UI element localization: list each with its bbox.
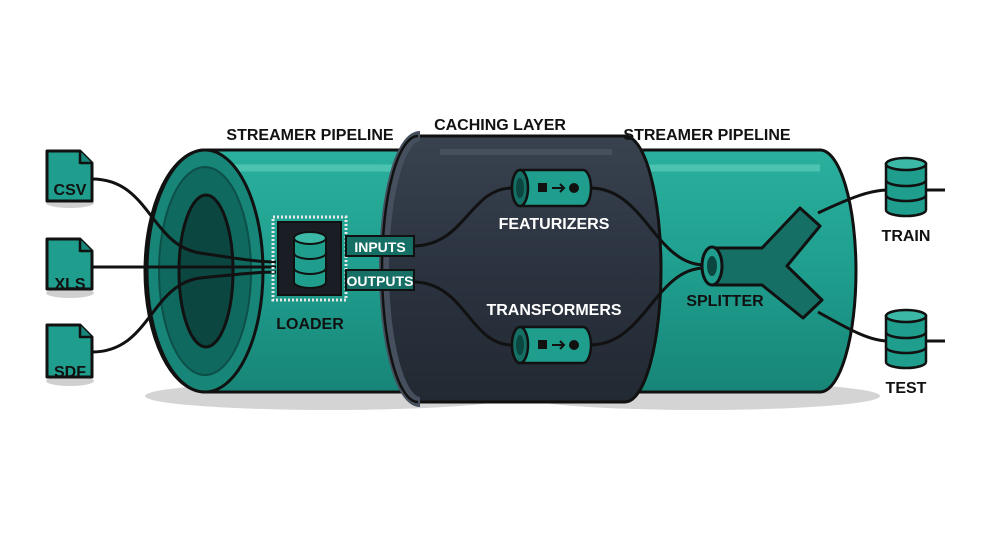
label-caching-layer: CACHING LAYER	[434, 117, 566, 134]
label-test: TEST	[886, 380, 927, 397]
file-xls: XLS	[45, 237, 94, 293]
outputs-label: OUTPUTS	[347, 273, 414, 289]
transformer-pipe-icon	[510, 325, 593, 365]
outputs-port	[345, 269, 415, 291]
loader-chip-icon: INPUTS OUTPUTS	[271, 215, 415, 302]
file-label-xls: XLS	[54, 276, 85, 293]
label-streamer-pipeline-left: STREAMER PIPELINE	[226, 127, 393, 144]
tube-inner	[177, 193, 235, 349]
inputs-label: INPUTS	[354, 239, 405, 255]
label-featurizers: FEATURIZERS	[499, 216, 610, 233]
file-label-sdf: SDF	[54, 364, 86, 381]
file-label-csv: CSV	[54, 182, 87, 199]
inputs-port	[345, 235, 415, 257]
label-streamer-pipeline-right: STREAMER PIPELINE	[623, 127, 790, 144]
train-database-icon	[884, 156, 928, 218]
label-train: TRAIN	[882, 228, 931, 245]
file-csv: CSV	[45, 149, 94, 203]
database-icon	[293, 231, 327, 289]
label-splitter: SPLITTER	[686, 293, 764, 310]
label-loader: LOADER	[276, 316, 344, 333]
label-transformers: TRANSFORMERS	[486, 302, 621, 319]
file-sdf: SDF	[45, 323, 94, 381]
splitter-icon	[700, 206, 824, 320]
test-database-icon	[884, 308, 928, 370]
featurizer-pipe-icon	[510, 168, 593, 208]
connector-wires	[91, 177, 945, 354]
